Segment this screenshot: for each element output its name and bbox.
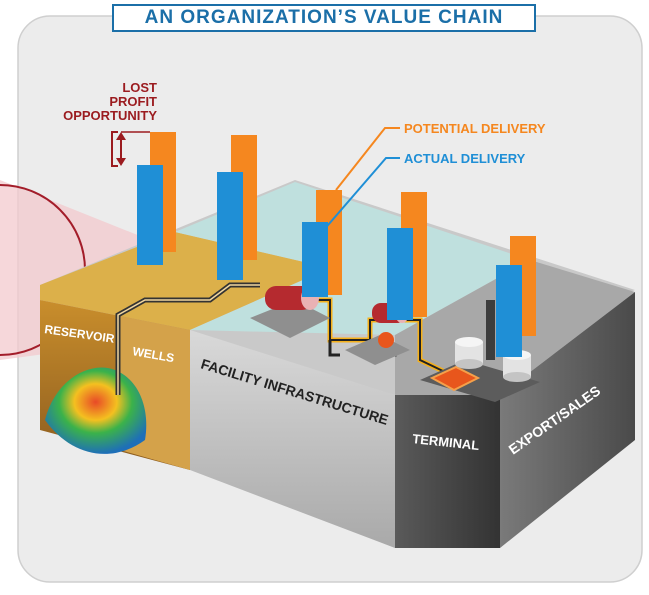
lost-profit-arrow-down	[116, 158, 126, 166]
actual-bar-2	[217, 172, 243, 280]
storage-tank-2	[503, 350, 531, 382]
flare-stack	[486, 300, 495, 360]
flow-line-dark	[300, 299, 446, 373]
actual-delivery-label: ACTUAL DELIVERY	[404, 151, 526, 166]
actual-bar-5	[496, 265, 522, 357]
loading-pad	[429, 365, 481, 392]
actual-bar-1	[137, 165, 163, 265]
reservoir-blob	[45, 367, 147, 454]
export-side	[500, 292, 635, 548]
lost-profit-line-1: LOST	[122, 80, 157, 95]
lost-profit-line-3: OPPORTUNITY	[63, 108, 157, 123]
lost-profit-line-2: PROFIT	[109, 94, 157, 109]
storage-tank-1	[455, 337, 483, 369]
terminal-front	[395, 395, 500, 548]
wells-top	[40, 232, 330, 330]
pad-2	[345, 335, 410, 365]
actual-leader-line	[321, 157, 400, 233]
pump-ball	[378, 332, 394, 348]
actual-bar-4	[387, 228, 413, 320]
potential-leader-line	[335, 127, 400, 191]
potential-delivery-label: POTENTIAL DELIVERY	[404, 121, 546, 136]
diagram-title: AN ORGANIZATION’S VALUE CHAIN	[112, 4, 536, 32]
well-pipe-highlight	[117, 284, 260, 395]
vessel-1	[265, 286, 313, 310]
lost-profit-arrow-up	[116, 132, 126, 140]
facility-front	[190, 330, 395, 548]
actual-bar-3	[302, 222, 328, 297]
lost-profit-bracket	[111, 131, 118, 167]
terminal-label: TERMINAL	[412, 431, 480, 453]
facility-top	[175, 182, 530, 335]
